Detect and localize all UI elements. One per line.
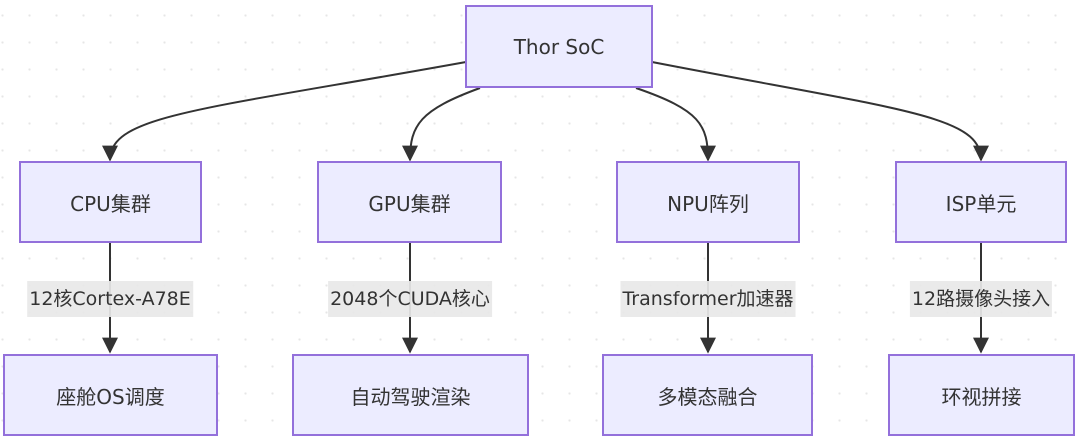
- edge-label-gpu: 2048个CUDA核心: [328, 281, 492, 317]
- node-label: 自动驾驶渲染: [350, 384, 471, 409]
- edge-thor-isp: [651, 61, 989, 162]
- edge-label-npu: Transformer加速器: [620, 281, 796, 317]
- node-thor-soc[interactable]: Thor SoC: [465, 5, 653, 88]
- node-npu-array[interactable]: NPU阵列: [616, 161, 800, 243]
- node-autonomous-rendering[interactable]: 自动驾驶渲染: [292, 354, 529, 436]
- edge-label-cpu: 12核Cortex-A78E: [27, 281, 193, 317]
- edge-thor-gpu: [402, 87, 481, 162]
- edge-thor-npu: [635, 87, 716, 162]
- node-label: 多模态融合: [657, 384, 758, 409]
- node-surround-view-stitching[interactable]: 环视拼接: [888, 354, 1075, 436]
- node-cpu-cluster[interactable]: CPU集群: [19, 161, 202, 243]
- node-label: 环视拼接: [941, 384, 1022, 409]
- node-label: NPU阵列: [667, 191, 749, 216]
- node-multimodal-fusion[interactable]: 多模态融合: [602, 354, 813, 436]
- node-label: ISP单元: [945, 191, 1017, 216]
- node-label: GPU集群: [368, 191, 451, 216]
- node-label: 座舱OS调度: [56, 384, 165, 409]
- node-isp-unit[interactable]: ISP单元: [895, 161, 1067, 243]
- node-label: CPU集群: [70, 191, 151, 216]
- edge-thor-cpu: [102, 61, 467, 162]
- node-cockpit-os-scheduling[interactable]: 座舱OS调度: [3, 354, 218, 436]
- edge-label-isp: 12路摄像头接入: [909, 281, 1053, 317]
- node-label: Thor SoC: [513, 34, 605, 59]
- node-gpu-cluster[interactable]: GPU集群: [317, 161, 502, 243]
